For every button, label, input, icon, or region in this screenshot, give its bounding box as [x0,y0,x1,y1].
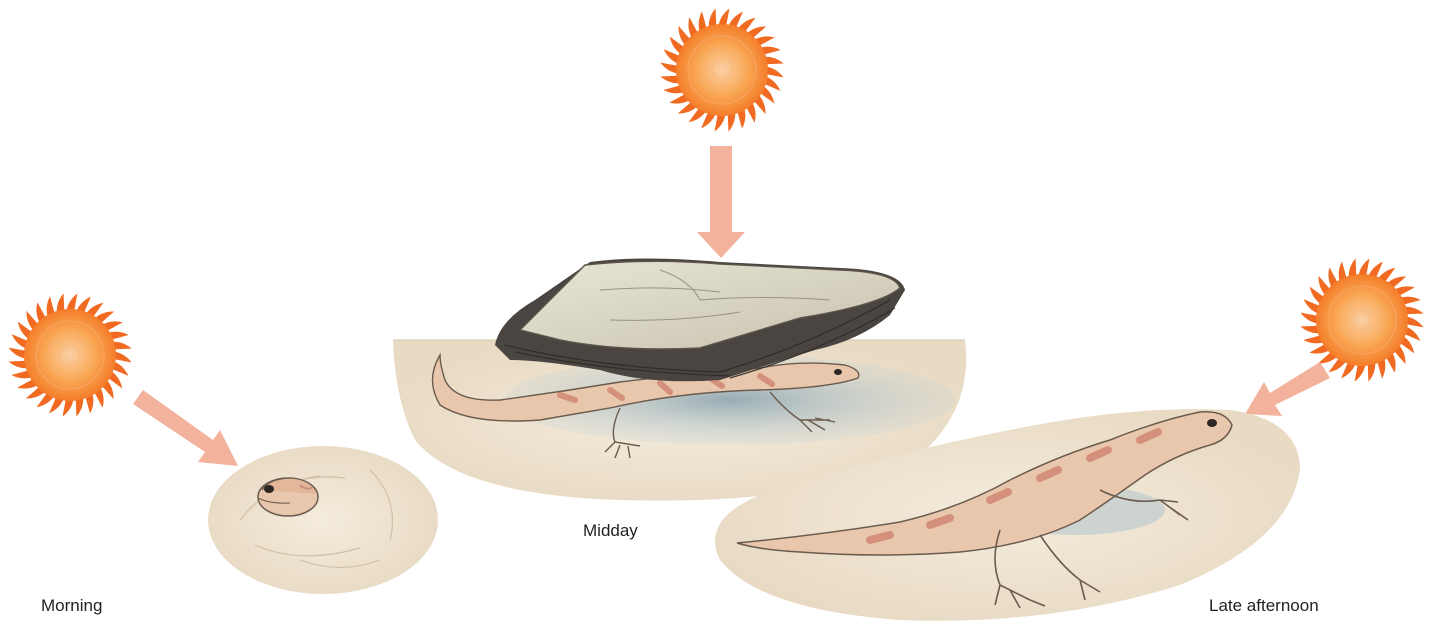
midday-scene [393,8,966,500]
caption-morning: Morning [41,596,102,616]
morning-scene [8,293,438,594]
morning-arrow-icon [133,390,238,466]
caption-late-afternoon: Late afternoon [1209,596,1319,616]
midday-arrow-icon [697,146,745,258]
caption-midday: Midday [583,521,638,541]
late-afternoon-arrow-icon [1245,362,1330,416]
morning-lizard-head-icon [258,478,318,516]
morning-sun-icon [8,293,131,416]
morning-sand-mound [208,446,438,594]
midday-sun-icon [660,8,783,131]
